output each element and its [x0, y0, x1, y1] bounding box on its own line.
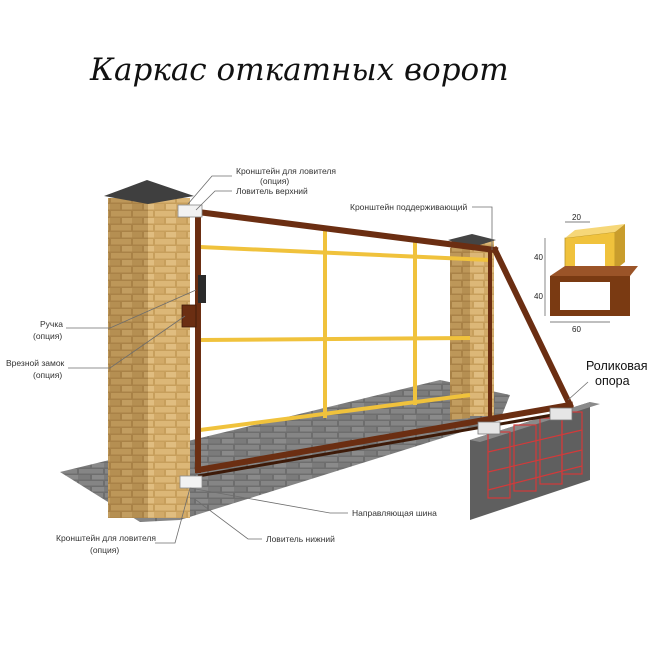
- infill-profiles: [199, 230, 491, 432]
- label-mortise-lock: Врезной замок: [6, 358, 65, 368]
- label-guide-rail: Направляющая шина: [352, 508, 437, 518]
- handle: [198, 275, 206, 303]
- top-catcher-bracket: [177, 204, 203, 218]
- right-brick-pillar: [448, 234, 496, 420]
- label-bracket-top-option: (опция): [260, 176, 289, 186]
- label-mortise-lock-option: (опция): [33, 370, 62, 380]
- diagram-title: Каркас откатных ворот: [89, 52, 509, 88]
- label-bracket-bottom-option: (опция): [90, 545, 119, 555]
- rebar-cage: [487, 411, 583, 499]
- label-roller-support-2: опора: [595, 374, 630, 388]
- roller-support: [477, 407, 573, 435]
- dim-bottom-width: 60: [572, 325, 581, 334]
- dim-lower-height: 40: [534, 292, 543, 301]
- mortise-lock: [181, 304, 197, 328]
- label-roller-support: Роликовая: [586, 359, 648, 373]
- dim-top-width: 20: [572, 213, 581, 222]
- profile-section-detail: [544, 221, 638, 323]
- label-handle-option: (опция): [33, 331, 62, 341]
- label-support-bracket: Кронштейн поддерживающий: [350, 202, 467, 212]
- gate-frame: [194, 208, 575, 478]
- dim-upper-height: 40: [534, 253, 543, 262]
- top-beam: [194, 208, 499, 254]
- diagonal-brace: [490, 245, 575, 410]
- bottom-beam: [194, 401, 574, 474]
- label-bracket-bottom: Кронштейн для ловителя: [56, 533, 156, 543]
- left-brick-pillar: [104, 180, 194, 518]
- guide-rail: [197, 410, 571, 478]
- label-catcher-top: Ловитель верхний: [236, 186, 308, 196]
- label-bracket-top: Кронштейн для ловителя: [236, 166, 336, 176]
- leader-lines: [66, 175, 589, 544]
- label-catcher-bottom: Ловитель нижний: [266, 534, 335, 544]
- bottom-catcher-bracket: [179, 475, 203, 489]
- label-handle: Ручка: [40, 319, 63, 329]
